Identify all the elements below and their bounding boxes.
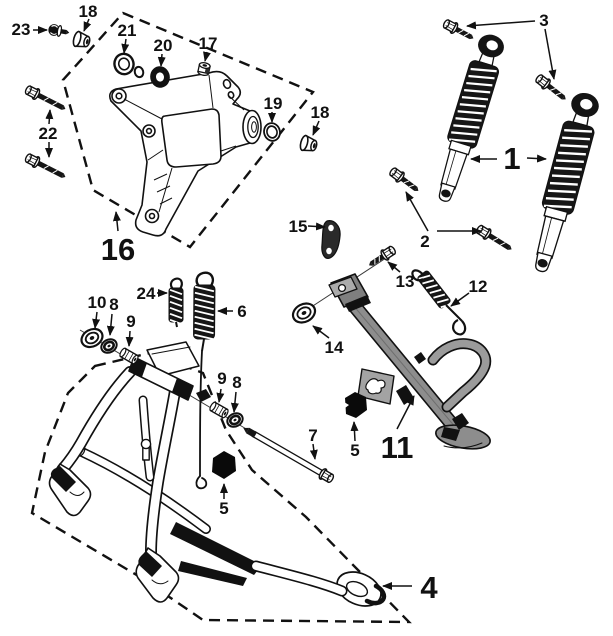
- shock-absorber-right: [535, 93, 599, 273]
- seal-20: [150, 66, 170, 88]
- part-callout-21: 21: [118, 21, 137, 54]
- bolt-23: [48, 24, 70, 37]
- bolt-22a: [24, 85, 66, 110]
- part-callout-7: 7: [308, 426, 318, 460]
- part-callout-15: 15: [289, 217, 326, 236]
- part-callout-18: 18: [311, 103, 330, 136]
- part-number-label: 2: [420, 232, 429, 251]
- washer-10: [80, 327, 104, 349]
- part-number-label: 10: [88, 293, 107, 312]
- washer-14: [291, 302, 317, 324]
- ring-21: [113, 52, 145, 79]
- part-number-label: 5: [350, 441, 359, 460]
- spring-24-hooks: [169, 277, 183, 328]
- part-callout-23: 23: [12, 20, 48, 39]
- side-stand: [328, 273, 492, 450]
- part-number-label: 12: [469, 277, 488, 296]
- washer-8a: [100, 338, 118, 354]
- part-number-label: 6: [237, 302, 246, 321]
- bolt-3a: [442, 19, 474, 40]
- part-number-label: 8: [232, 373, 241, 392]
- seal-19: [263, 122, 281, 142]
- part-callout-3: 3: [466, 11, 557, 80]
- part-number-label: 23: [12, 20, 31, 39]
- part-callout-16: 16: [101, 211, 135, 267]
- part-number-label: 13: [396, 272, 415, 291]
- part-number-label: 15: [289, 217, 308, 236]
- part-callout-18: 18: [79, 2, 98, 32]
- part-callout-8: 8: [230, 373, 242, 413]
- part-number-label: 9: [126, 312, 135, 331]
- bolt-2b: [475, 224, 512, 250]
- rubber-pad-5-center: [212, 451, 236, 479]
- bushing-18a: [72, 30, 91, 48]
- part-number-label: 19: [264, 94, 283, 113]
- part-number-label: 8: [109, 295, 118, 314]
- center-stand: [48, 341, 387, 607]
- dashed-boundary-center-stand: [30, 351, 412, 624]
- part-callout-5: 5: [219, 483, 229, 518]
- part-callout-14: 14: [312, 325, 344, 357]
- spring-6-wire: [195, 350, 208, 490]
- bolt-3b: [535, 74, 566, 100]
- part-number-label: 3: [539, 11, 548, 30]
- spacer-9b: [209, 401, 229, 419]
- part-number-label: 9: [217, 369, 226, 388]
- part-callout-11: 11: [381, 395, 415, 465]
- spring-24: [168, 287, 184, 326]
- engine-bracket: [109, 70, 262, 237]
- part-callout-8: 8: [106, 295, 119, 336]
- bolt-22b: [24, 153, 66, 178]
- part-number-label: 7: [308, 426, 317, 445]
- washer-8b: [226, 412, 244, 428]
- spring-12-hooks: [411, 269, 467, 336]
- shock-absorber-left: [438, 34, 504, 202]
- part-number-label: 14: [325, 338, 344, 357]
- part-callout-13: 13: [387, 261, 415, 291]
- bushing-18b: [299, 134, 318, 152]
- part-callout-6: 6: [217, 302, 247, 321]
- bolt-7: [243, 427, 335, 484]
- nut-17: [197, 61, 211, 77]
- part-number-label: 18: [79, 2, 98, 21]
- spring-6: [193, 284, 216, 341]
- part-number-label: 5: [219, 499, 228, 518]
- part-callout-19: 19: [264, 94, 283, 123]
- bolt-13: [369, 245, 396, 266]
- part-number-label: 20: [154, 36, 173, 55]
- part-number-label: 21: [118, 21, 137, 40]
- part-callout-10: 10: [88, 293, 107, 329]
- part-callout-4: 4: [382, 570, 438, 605]
- part-number-label: 17: [199, 34, 218, 53]
- bolt-2a: [389, 167, 419, 192]
- rubber-pad-5-side: [344, 392, 367, 418]
- part-number-label: 11: [381, 430, 414, 465]
- link-plate-15: [321, 220, 341, 259]
- part-callout-9: 9: [125, 312, 136, 347]
- part-number-label: 1: [503, 141, 520, 176]
- part-callout-9: 9: [216, 369, 227, 403]
- spring-12: [417, 270, 453, 309]
- part-number-label: 18: [311, 103, 330, 122]
- spacer-9a: [119, 347, 139, 365]
- part-callout-17: 17: [199, 34, 218, 62]
- part-number-label: 24: [137, 284, 156, 303]
- part-number-label: 16: [101, 232, 135, 267]
- spring-6-hooks: [195, 271, 214, 352]
- part-callout-22: 22: [39, 109, 58, 158]
- part-callout-2: 2: [405, 191, 482, 251]
- part-callout-1: 1: [470, 141, 547, 176]
- part-callout-12: 12: [450, 277, 488, 307]
- part-callout-20: 20: [154, 36, 173, 67]
- part-number-label: 4: [420, 570, 438, 605]
- part-number-label: 22: [39, 124, 58, 143]
- part-callout-24: 24: [137, 284, 168, 303]
- part-callout-5: 5: [350, 421, 360, 460]
